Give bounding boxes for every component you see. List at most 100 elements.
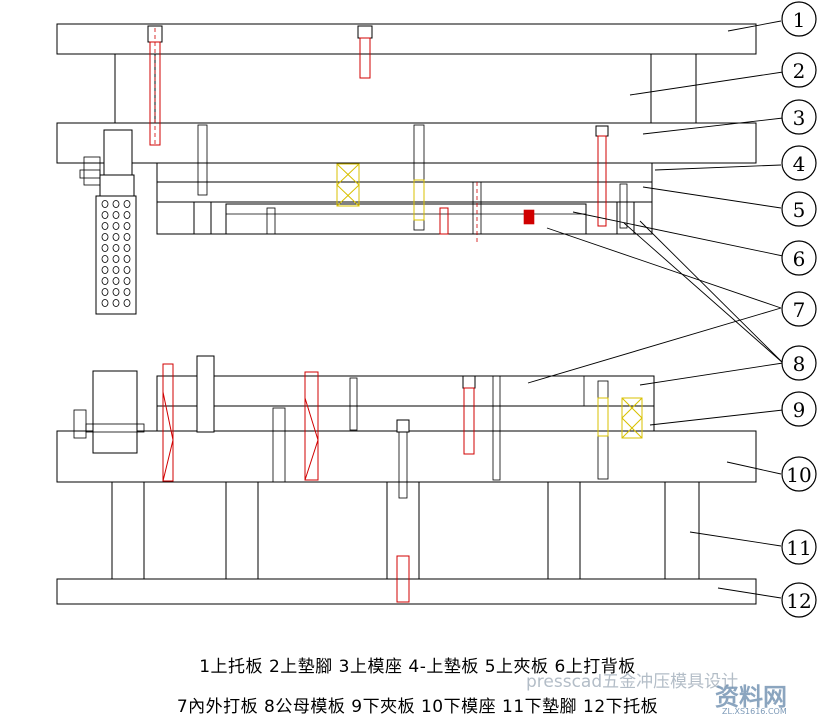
callout-3: 3 <box>781 99 817 135</box>
svg-text:5: 5 <box>793 198 806 222</box>
hole <box>123 266 131 274</box>
hole <box>101 288 109 296</box>
callout-11: 11 <box>781 529 817 565</box>
leader-11 <box>689 531 782 547</box>
hole <box>112 277 120 285</box>
upper-short-screw <box>357 25 373 79</box>
hole <box>112 288 120 296</box>
svg-text:8: 8 <box>793 352 806 376</box>
callout-4: 4 <box>781 145 817 181</box>
leader-5 <box>642 186 782 209</box>
leader-8a <box>623 222 784 364</box>
leader-6 <box>572 211 784 257</box>
svg-text:2: 2 <box>793 59 806 83</box>
hole <box>123 255 131 263</box>
small-screws <box>266 207 535 235</box>
svg-text:12: 12 <box>786 589 811 613</box>
callout-5: 5 <box>781 191 817 227</box>
upper-backing-plate <box>156 162 653 183</box>
svg-text:7: 7 <box>793 298 806 322</box>
leader-8c <box>639 362 784 386</box>
hole <box>101 244 109 252</box>
leader-7a <box>546 227 782 309</box>
lower-spring <box>621 397 643 439</box>
hole <box>112 211 120 219</box>
lower-parallel-2 <box>225 481 259 580</box>
svg-text:11: 11 <box>786 536 811 560</box>
watermark-url: ZL.XS1616.COM <box>722 707 787 716</box>
hole <box>101 233 109 241</box>
hole <box>123 211 131 219</box>
hole <box>101 222 109 230</box>
hole <box>112 299 120 307</box>
perforated-holes <box>101 200 131 307</box>
hole <box>101 255 109 263</box>
lower-guide-post <box>196 355 215 433</box>
hole <box>112 244 120 252</box>
leader-7b <box>527 307 782 384</box>
callout-6: 6 <box>781 240 817 276</box>
hole <box>123 277 131 285</box>
lower-pin-b <box>349 377 358 431</box>
hole <box>123 233 131 241</box>
lower-parallel-5 <box>664 481 700 580</box>
upper-stripper-pad-left <box>193 201 212 235</box>
lower-pin-d <box>492 375 501 481</box>
callout-1: 1 <box>781 1 817 37</box>
svg-text:3: 3 <box>793 106 806 130</box>
upper-stripper-pad-right <box>616 201 635 235</box>
lower-parallel-3 <box>386 481 420 580</box>
upper-right-pins <box>619 183 628 229</box>
callout-12: 12 <box>781 582 817 618</box>
hole <box>112 200 120 208</box>
hole <box>123 222 131 230</box>
hole <box>123 288 131 296</box>
leader-9 <box>649 409 784 426</box>
upper-parallel-left <box>114 53 156 124</box>
lower-spring-red <box>304 371 319 481</box>
upper-top-plate <box>56 23 757 55</box>
base-screw <box>396 555 410 603</box>
lower-parallel-4 <box>547 481 581 580</box>
lower-side-guide <box>73 370 145 454</box>
upper-spring <box>336 163 360 207</box>
upper-long-screw <box>147 25 163 146</box>
callout-2: 2 <box>781 52 817 88</box>
leader-8b <box>639 220 784 364</box>
legend-line-1: 1上托板 2上墊腳 3上模座 4-上墊板 5上夾板 6上打背板 <box>199 657 636 677</box>
watermark-right: 资料网 <box>715 683 787 711</box>
hole <box>112 233 120 241</box>
leader-3 <box>642 117 784 135</box>
hole <box>101 299 109 307</box>
hole <box>101 211 109 219</box>
hole <box>101 200 109 208</box>
leader-10 <box>726 461 782 475</box>
hole <box>101 266 109 274</box>
dowel-pin-center <box>413 124 425 231</box>
lower-screw-red <box>462 375 476 455</box>
hole <box>123 299 131 307</box>
guide-screw-right <box>595 125 609 227</box>
die-plate-main <box>204 375 655 407</box>
hole <box>123 244 131 252</box>
stripper-bolt-mid <box>472 181 482 244</box>
svg-text:9: 9 <box>793 398 806 422</box>
lower-right-pin <box>597 380 609 480</box>
leader-1 <box>727 20 782 32</box>
svg-text:6: 6 <box>793 247 806 271</box>
dowel-pin-left <box>197 124 208 196</box>
svg-text:1: 1 <box>793 8 806 32</box>
watermark-left: presscad五金冲压模具设计 <box>526 672 739 692</box>
lower-parallel-1 <box>111 481 145 580</box>
hole <box>112 255 120 263</box>
upper-die-shoe <box>56 122 757 164</box>
callout-8: 8 <box>781 345 817 381</box>
upper-clamp-plate <box>156 181 653 203</box>
lower-base-plate <box>56 578 757 605</box>
hole <box>112 266 120 274</box>
lower-die-shoe <box>56 430 757 483</box>
leader-4 <box>654 164 782 171</box>
hole <box>101 277 109 285</box>
hole <box>123 200 131 208</box>
